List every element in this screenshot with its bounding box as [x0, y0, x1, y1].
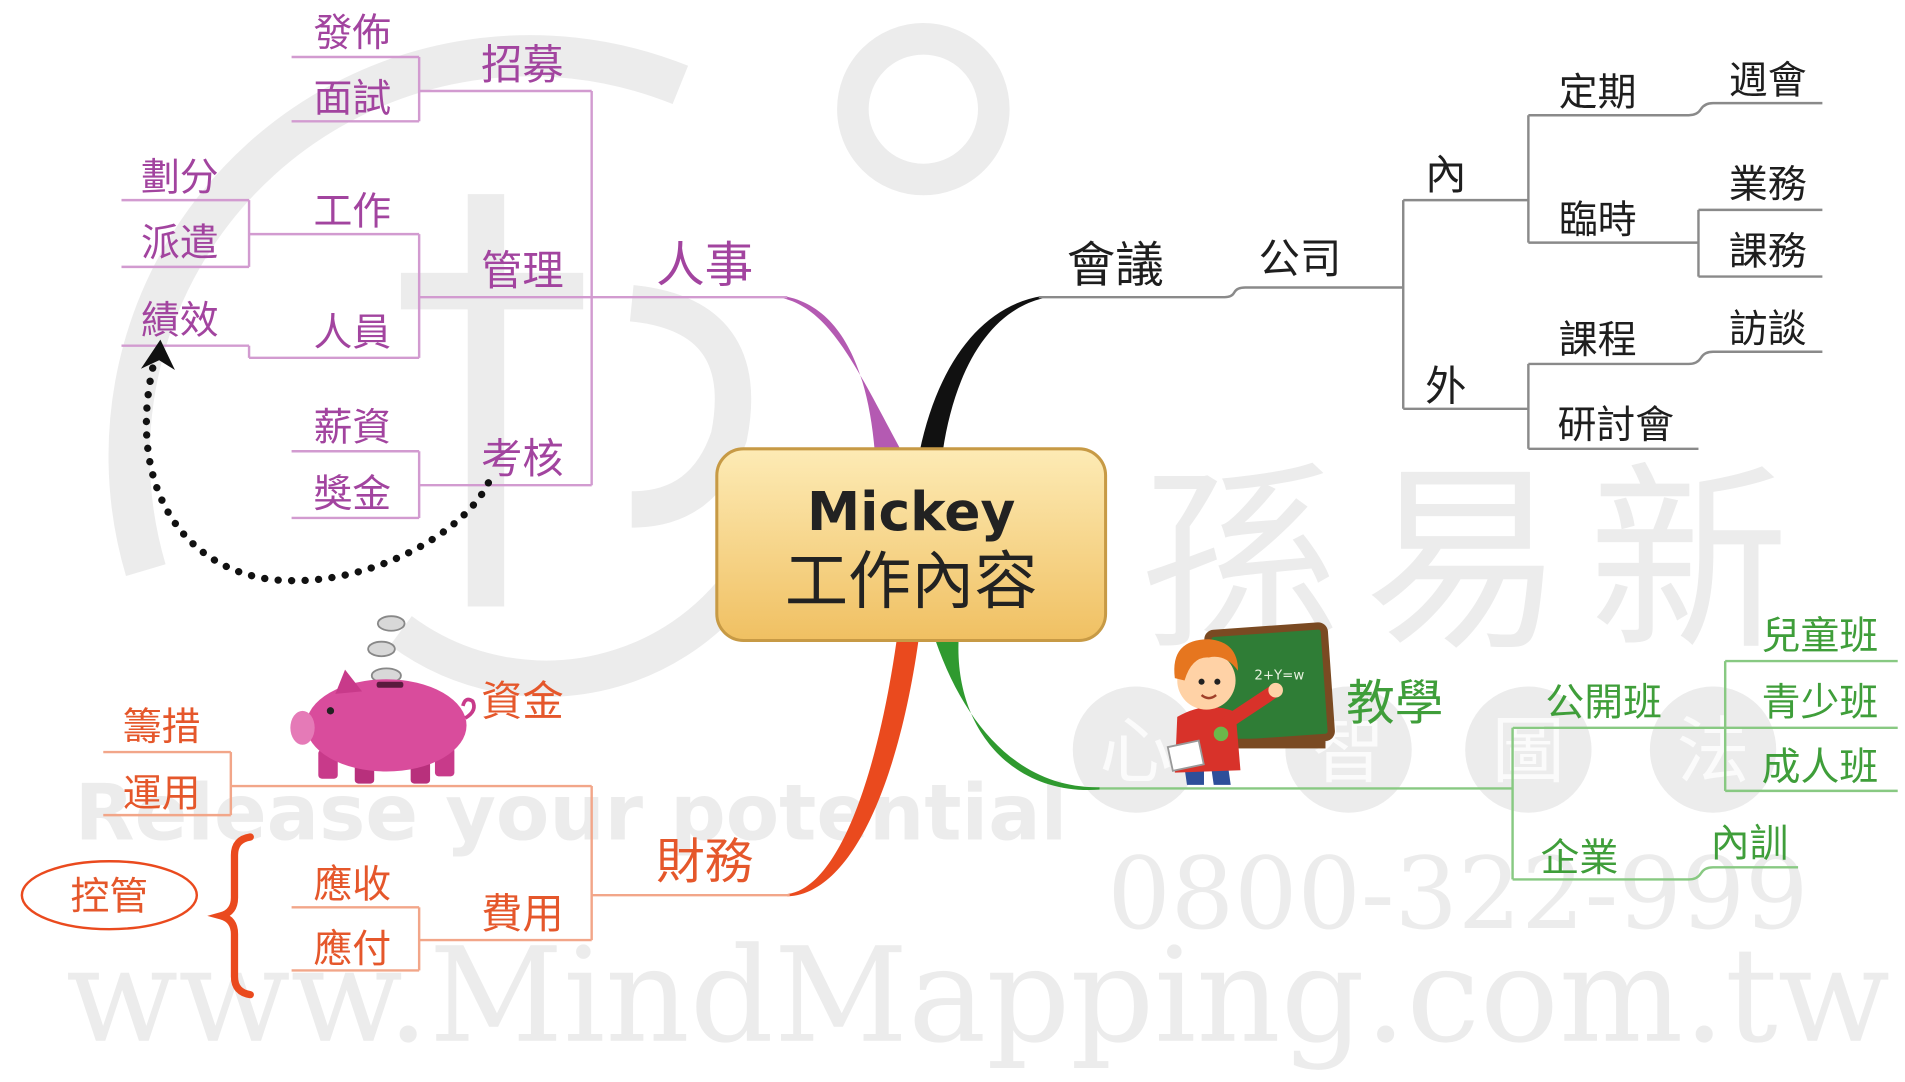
personnel-label: 人事: [656, 237, 753, 293]
dotted-arrow: [140, 339, 493, 585]
watermark-char-3: 圖: [1492, 709, 1565, 794]
kid-mouth: [1200, 694, 1217, 700]
interview-visit-label: 訪談: [1729, 307, 1807, 352]
receivable-label: 應收: [313, 863, 391, 908]
work-label: 工作: [313, 189, 391, 234]
staff-label: 人員: [313, 311, 391, 356]
watermark-char-1: 心: [1100, 709, 1173, 794]
piggy-tail: [461, 697, 476, 720]
internal-label: 內: [1425, 151, 1466, 199]
salary-label: 薪資: [313, 405, 391, 450]
personnel-connectors: [121, 55, 788, 520]
adult-class-label: 成人班: [1762, 745, 1879, 790]
kids-class-label: 兒童班: [1762, 614, 1879, 659]
regular-underline: [1528, 101, 1823, 117]
meeting-branch: 會議 公司 內 定期 週會 臨時 業務 課務 外 課程 訪談 研討會: [1038, 58, 1823, 451]
weekly-meeting-label: 週會: [1729, 58, 1807, 103]
kid-badge: [1213, 726, 1229, 742]
kid-hand: [1268, 682, 1283, 698]
teaching-main-branch: [935, 640, 1100, 791]
course-underline: [1528, 350, 1823, 366]
manage-label: 管理: [481, 247, 564, 295]
finance-label: 財務: [656, 834, 753, 890]
coin-2: [367, 640, 396, 658]
payable-label: 應付: [313, 927, 391, 972]
watermark-slogan: Release your potential: [75, 768, 1068, 858]
teen-class-label: 青少班: [1762, 681, 1879, 726]
funds-label: 資金: [481, 678, 564, 726]
watermark-phone: 0800-322-999: [1107, 837, 1808, 952]
finance-branch: 財務 資金 籌措 運用 費用 應收 應付 控管: [20, 615, 790, 999]
external-label: 外: [1425, 362, 1466, 410]
piggy-eye: [326, 707, 335, 715]
dispatch-label: 派遣: [141, 221, 219, 266]
meeting-connectors: [1038, 101, 1823, 451]
control-oval: [20, 860, 199, 931]
publish-label: 發佈: [313, 11, 391, 56]
finance-connectors: [103, 750, 790, 972]
piggy-ear: [335, 669, 363, 694]
center-box: [715, 447, 1108, 642]
control-label: 控管: [70, 875, 148, 920]
regular-label: 定期: [1559, 71, 1637, 116]
meeting-label: 會議: [1067, 237, 1164, 293]
center-subtitle: 工作內容: [785, 544, 1038, 618]
seminar-label: 研討會: [1558, 403, 1675, 448]
control-bubble: 控管: [20, 860, 199, 931]
use-label: 運用: [123, 772, 201, 817]
interview-label: 面試: [313, 77, 391, 122]
center-node: Mickey 工作內容: [715, 447, 1108, 642]
kid-head: [1177, 651, 1236, 710]
enterprise-underline: [1512, 866, 1799, 881]
assess-label: 考核: [481, 435, 564, 483]
personnel-branch: 人事 招募 發佈 面試 管理 工作 劃分 派遣 人員 績效 考核 薪資 獎金: [121, 11, 788, 585]
dotted-arrow-head: [140, 339, 175, 370]
chalkboard-tray: [1223, 738, 1326, 749]
adhoc-label: 臨時: [1559, 198, 1637, 243]
kid-eye-left: [1198, 678, 1205, 685]
kid-legs: [1184, 767, 1231, 785]
watermark-char-4: 法: [1677, 709, 1750, 794]
course-affairs-label: 課務: [1729, 229, 1807, 274]
expenses-label: 費用: [481, 890, 564, 938]
dotted-arrow-path: [142, 362, 493, 585]
public-class-label: 公開班: [1545, 681, 1662, 726]
raise-label: 籌措: [123, 705, 201, 750]
watermark-logo: [108, 23, 1010, 697]
divide-label: 劃分: [141, 155, 219, 200]
chalkboard-text: 2+Y=w: [1254, 668, 1304, 683]
curly-brace: [207, 833, 254, 999]
business-label: 業務: [1729, 163, 1807, 208]
watermark-logo-chars: 心 智 圖 法: [1072, 686, 1777, 813]
kid-hair: [1174, 639, 1239, 681]
kid-eye-right: [1214, 678, 1221, 685]
company-label: 公司: [1259, 235, 1342, 283]
center-title: Mickey: [807, 480, 1015, 543]
meeting-main-branch: [919, 295, 1043, 452]
teaching-connectors: [1099, 659, 1898, 881]
kid-arm: [1221, 685, 1279, 729]
meeting-trunk-line: [1038, 286, 1404, 299]
personnel-main-branch: [783, 295, 902, 452]
piggy-slot: [376, 681, 404, 688]
recruit-label: 招募: [481, 41, 564, 89]
kid-book: [1166, 739, 1205, 772]
coin-1: [376, 615, 406, 632]
piggy-snout: [290, 710, 315, 745]
course-label: 課程: [1559, 318, 1637, 363]
teacher-illustration: 2+Y=w: [1166, 622, 1335, 785]
piggy-bank-icon: [290, 615, 476, 784]
finance-main-branch: [787, 640, 919, 897]
teaching-label: 教學: [1346, 675, 1443, 731]
watermark-website: www.MindMapping.com.tw: [66, 919, 1890, 1072]
bonus-label: 獎金: [313, 472, 391, 517]
performance-label: 績效: [141, 299, 219, 344]
teaching-branch: 2+Y=w 教學 公開班 兒童班 青少班 成人班 企業 內訓: [1099, 614, 1898, 881]
inhouse-training-label: 內訓: [1711, 821, 1789, 866]
piggy-body: [306, 679, 467, 772]
enterprise-label: 企業: [1541, 836, 1619, 881]
